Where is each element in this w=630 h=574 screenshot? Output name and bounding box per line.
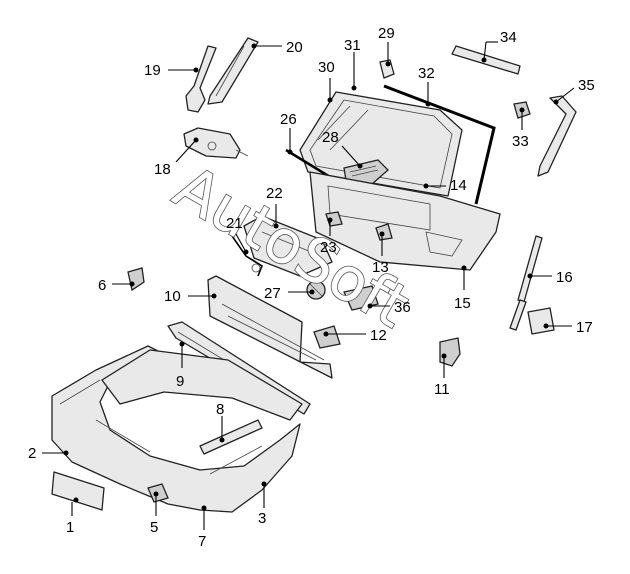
part-license-plate [51, 471, 105, 511]
callout-label: 6 [98, 277, 106, 294]
callout-36: 36 [367, 299, 411, 316]
callout-21: 21 [226, 215, 249, 255]
callout-32: 32 [418, 65, 435, 107]
callout-29: 29 [378, 25, 395, 67]
callout-label: 5 [150, 519, 158, 536]
callouts-layer: 1 2 3 5 6 7 [28, 25, 595, 550]
callout-label: 22 [266, 185, 283, 202]
callout-1: 1 [66, 497, 79, 536]
callout-31: 31 [344, 37, 361, 91]
callout-label: 9 [176, 373, 184, 390]
callout-label: 21 [226, 215, 243, 232]
part-rear-crossmember [207, 275, 333, 379]
callout-label: 12 [370, 327, 387, 344]
callout-label: 17 [576, 319, 593, 336]
part-retainer-clip [127, 267, 145, 292]
part-bracket-lower [313, 325, 341, 349]
part-towing-hook [439, 337, 461, 367]
callout-10: 10 [164, 288, 217, 305]
callout-label: 33 [512, 133, 529, 150]
callout-label: 8 [216, 401, 224, 418]
callout-33: 33 [512, 107, 529, 150]
callout-35: 35 [553, 77, 595, 105]
callout-34: 34 [481, 29, 517, 63]
callout-20: 20 [251, 39, 303, 56]
callout-2: 2 [28, 445, 69, 462]
callout-label: 29 [378, 25, 395, 42]
part-rear-bumper [51, 345, 303, 513]
callout-label: 31 [344, 37, 361, 54]
callout-label: 34 [500, 29, 517, 46]
callout-label: 28 [322, 129, 339, 146]
callout-3: 3 [258, 481, 267, 527]
callout-13: 13 [372, 231, 389, 276]
callout-label: 35 [578, 77, 595, 94]
callout-label: 15 [454, 295, 471, 312]
part-strut-arm [185, 45, 217, 113]
part-side-trim [207, 37, 259, 105]
part-bumper-strip [199, 419, 263, 455]
callout-14: 14 [423, 177, 467, 194]
callout-label: 1 [66, 519, 74, 536]
callout-label: 36 [394, 299, 411, 316]
callout-label: 3 [258, 510, 266, 527]
callout-label: 13 [372, 259, 389, 276]
part-rear-window [299, 91, 463, 197]
callout-label: 14 [450, 177, 467, 194]
part-gas-strut [509, 235, 543, 331]
callout-23: 23 [320, 217, 337, 256]
callout-label: 26 [280, 111, 297, 128]
callout-19: 19 [144, 62, 199, 79]
callout-26: 26 [280, 111, 297, 155]
callout-label: 27 [264, 285, 281, 302]
callout-8: 8 [216, 401, 225, 443]
callout-27: 27 [264, 285, 315, 302]
part-striker-block [375, 223, 393, 241]
callout-label: 7 [198, 533, 206, 550]
part-tailgate-panel [309, 171, 501, 271]
callout-15: 15 [454, 265, 471, 312]
part-inner-trim [243, 215, 333, 277]
part-seal-cord [383, 84, 496, 205]
callout-label: 19 [144, 62, 161, 79]
part-lock-cylinder [306, 280, 326, 300]
callout-12: 12 [323, 327, 387, 344]
callout-17: 17 [543, 319, 593, 336]
part-side-rail [537, 95, 577, 177]
callout-7: 7 [198, 505, 207, 550]
part-clip [379, 59, 395, 79]
part-cover-plate [527, 307, 555, 335]
callout-label: 10 [164, 288, 181, 305]
callout-28: 28 [322, 129, 363, 169]
callout-label: 2 [28, 445, 36, 462]
callout-9: 9 [176, 341, 185, 390]
callout-16: 16 [527, 269, 573, 286]
part-wiring [231, 235, 263, 277]
callout-6: 6 [98, 277, 135, 294]
callout-5: 5 [150, 491, 159, 536]
callout-11: 11 [434, 353, 450, 398]
callout-label: 18 [154, 161, 171, 178]
callout-label: 32 [418, 65, 435, 82]
callout-30: 30 [318, 59, 335, 103]
parts-layer [51, 37, 577, 513]
callout-label: 20 [286, 39, 303, 56]
callout-label: 16 [556, 269, 573, 286]
callout-label: 30 [318, 59, 335, 76]
callout-label: 23 [320, 239, 337, 256]
callout-22: 22 [266, 185, 283, 229]
callout-18: 18 [154, 137, 199, 178]
callout-label: 11 [434, 381, 450, 398]
